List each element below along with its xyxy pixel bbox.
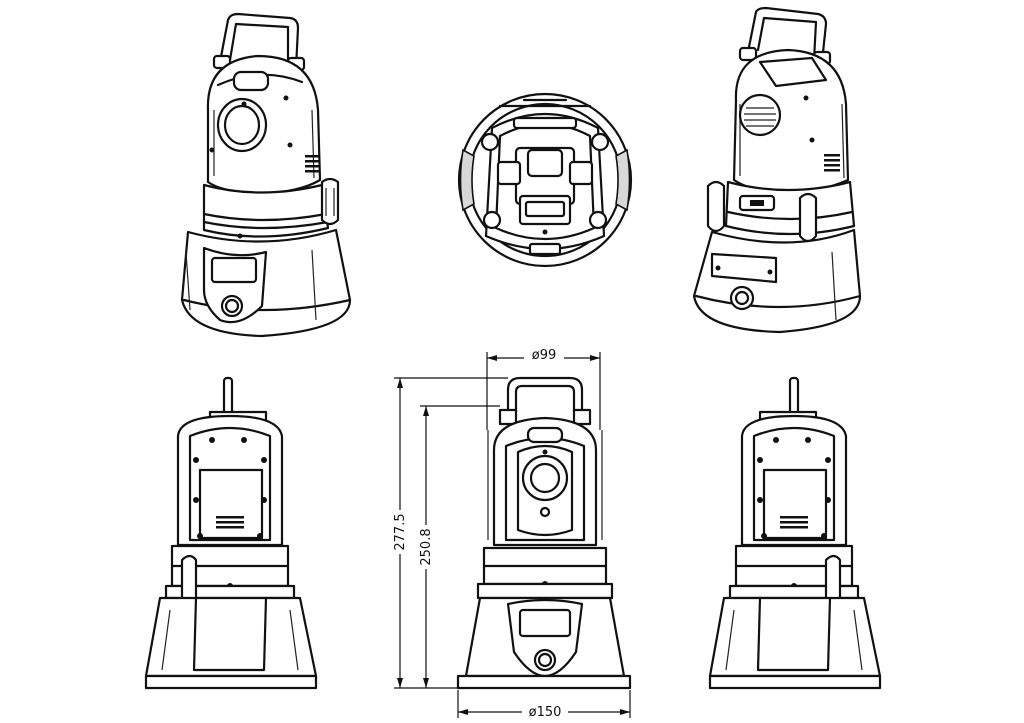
body-height-label: 250.8 <box>419 528 434 565</box>
dimension-overall-height: 277.5 <box>391 377 508 689</box>
dimension-body-height: 250.8 <box>417 405 500 688</box>
base-diameter-label: ø150 <box>529 705 562 720</box>
front-view <box>456 376 632 690</box>
right-side-view <box>708 376 882 690</box>
overall-height-label: 277.5 <box>393 513 408 550</box>
dimension-base-diameter: ø150 <box>457 690 631 720</box>
dimension-top-diameter: ø99 <box>486 347 601 430</box>
top-view <box>457 92 633 268</box>
isometric-front-view <box>180 12 352 338</box>
top-diameter-label: ø99 <box>532 348 557 363</box>
isometric-rear-view <box>692 6 862 334</box>
left-side-view <box>144 376 318 690</box>
